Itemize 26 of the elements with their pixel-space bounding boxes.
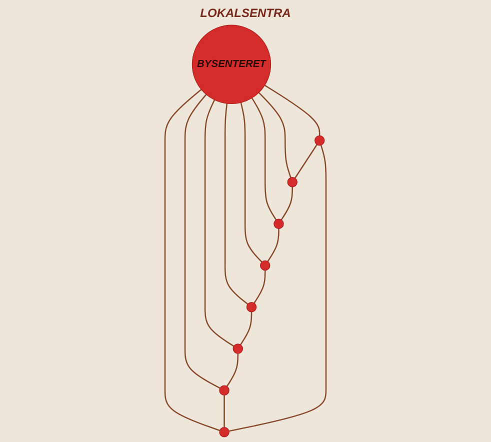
connector (164, 89, 220, 432)
connector (184, 94, 220, 389)
connector (251, 98, 277, 220)
connector (224, 395, 225, 428)
connector (258, 92, 292, 178)
node-circle (260, 260, 270, 271)
node-circle: BYSENTERET (192, 24, 272, 104)
node-circle (274, 218, 284, 229)
node-circle (246, 302, 257, 312)
connector (280, 186, 293, 220)
node-circle (287, 177, 298, 188)
node-circle (219, 426, 230, 438)
connector (254, 270, 266, 304)
node-circle (232, 344, 244, 354)
connector (267, 228, 280, 262)
connector (264, 84, 320, 136)
connector (224, 103, 248, 305)
connector (240, 102, 262, 262)
connector (204, 100, 234, 347)
connector (228, 144, 327, 432)
caption-label: LOKALSENTRA (200, 6, 291, 20)
node-circle (314, 135, 325, 146)
node-circle (219, 385, 230, 396)
connector (294, 144, 318, 178)
connector (226, 354, 239, 387)
connector (240, 312, 252, 346)
